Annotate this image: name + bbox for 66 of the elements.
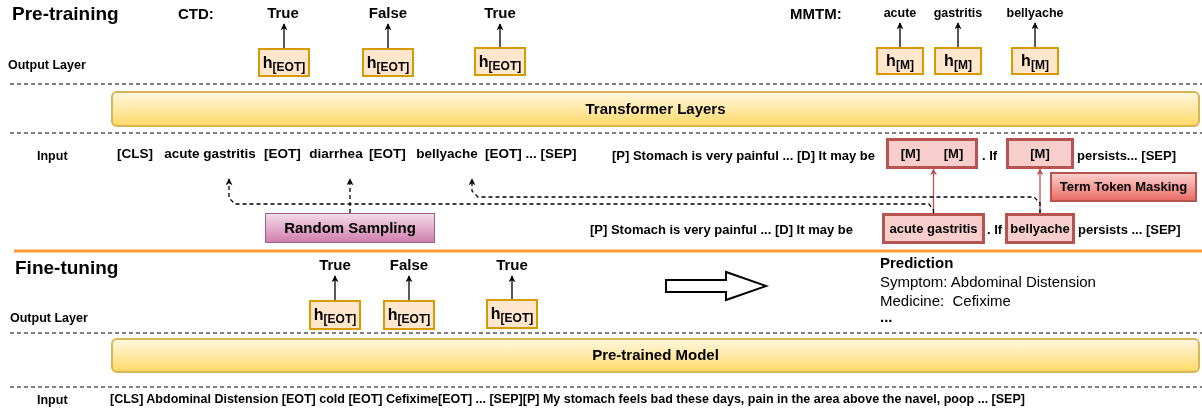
arrow <box>496 23 504 48</box>
output-label: False <box>358 3 418 24</box>
hidden-state-box: h$_{[M]}$ <box>1011 47 1059 75</box>
hidden-state-box: h$_{[EOT]}$ <box>362 48 414 77</box>
hidden-state-box: h$_{[EOT]}$ <box>258 48 310 77</box>
token-text: [M] <box>900 144 921 163</box>
layer-bar: Pre-trained Model <box>111 338 1200 373</box>
token-box: [M] <box>1006 138 1074 169</box>
text-label: . If <box>987 221 1003 239</box>
hidden-state-box: h$_{[EOT]}$ <box>474 47 526 76</box>
hidden-state-box: h$_{[EOT]}$ <box>383 300 435 330</box>
process-box: Term Token Masking <box>1050 172 1197 202</box>
text-label: [EOT] <box>369 146 406 162</box>
text-label: [P] Stomach is very painful ... [D] It may be <box>612 147 875 165</box>
text-label: [P] Stomach is very painful ... [D] It may be <box>590 221 853 239</box>
prediction-heading: Prediction <box>880 253 954 273</box>
text-label: ... <box>880 309 893 324</box>
text-label: Input <box>37 392 68 409</box>
text-label: persists ... [SEP] <box>1078 221 1181 239</box>
text-label: [CLS] <box>117 146 153 162</box>
text-label: Output Layer <box>10 310 88 327</box>
text-label: [EOT] <box>264 146 301 162</box>
output-label: bellyache <box>1000 3 1070 23</box>
input-term: diarrhea <box>307 146 365 179</box>
token-box: acute gastritis <box>882 213 985 244</box>
arrow <box>954 22 962 48</box>
input-term: bellyache <box>412 146 482 179</box>
hidden-state-box: h$_{[EOT]}$ <box>486 299 538 329</box>
arrow <box>508 275 516 300</box>
arrow <box>346 178 354 214</box>
arrow <box>225 178 935 214</box>
token-box: bellyache <box>1005 213 1075 244</box>
input-term: acute gastritis <box>160 146 260 179</box>
text-label: persists... [SEP] <box>1077 147 1176 165</box>
text-label: Medicine: Cefixime <box>880 291 1011 311</box>
text-label: [EOT] ... [SEP] <box>485 146 577 162</box>
arrow <box>384 23 392 49</box>
output-label: True <box>305 255 365 276</box>
token-text: [M] <box>943 144 964 163</box>
output-label: True <box>470 3 530 24</box>
text-label: [CLS] Abdominal Distension [EOT] cold [EOT] Cefixime[EOT] ... [SEP][P] My stomach feels bad these days, pain in the area above the navel, poop ... [SEP] <box>110 391 1025 408</box>
hidden-state-box: h$_{[M]}$ <box>934 47 982 75</box>
arrow <box>405 275 413 301</box>
hidden-state-box: h$_{[M]}$ <box>876 47 924 75</box>
section-title: Fine-tuning <box>15 256 119 280</box>
token-box <box>886 138 978 169</box>
text-label: CTD: <box>178 4 214 24</box>
text-label: Input <box>37 148 68 165</box>
output-label: True <box>482 255 542 276</box>
arrow <box>896 22 904 48</box>
output-label: gastritis <box>928 3 988 23</box>
text-label: Output Layer <box>8 57 86 74</box>
text-label: MMTM: <box>790 4 842 24</box>
arrow <box>1031 22 1039 48</box>
output-label: False <box>379 255 439 276</box>
arrow <box>468 178 1041 214</box>
output-label: acute <box>875 3 925 23</box>
text-label: . If <box>982 147 998 165</box>
section-title: Pre-training <box>12 2 119 26</box>
layer-bar: Transformer Layers <box>111 91 1200 127</box>
text-label: Symptom: Abdominal Distension <box>880 272 1096 292</box>
arrow <box>280 23 288 49</box>
hidden-state-box: h$_{[EOT]}$ <box>309 300 361 330</box>
process-box: Random Sampling <box>265 213 435 243</box>
arrow <box>331 275 339 301</box>
output-label: True <box>253 3 313 24</box>
